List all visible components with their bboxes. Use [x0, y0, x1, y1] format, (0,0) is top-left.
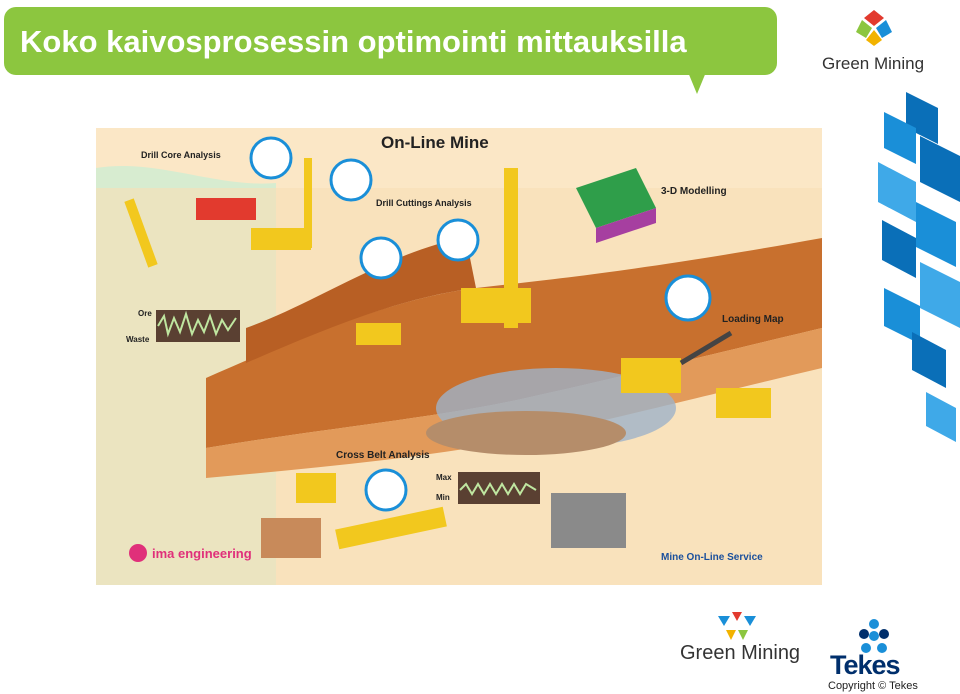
label-ima-engineering: ima engineering	[152, 546, 252, 561]
green-mining-mark-icon	[718, 612, 756, 640]
green-mining-logo-bottom: Green Mining	[678, 612, 808, 672]
label-loading-map: Loading Map	[722, 314, 784, 325]
label-drill-cuttings: Drill Cuttings Analysis	[376, 198, 472, 208]
green-mining-mark-icon	[856, 10, 892, 46]
title-banner	[4, 7, 777, 75]
copyright-text: Copyright © Tekes	[828, 680, 918, 692]
online-mine-diagram: On-Line Mine Drill Core Analysis Drill C…	[96, 128, 822, 585]
green-mining-label-top: Green Mining	[822, 54, 925, 73]
label-3d-modelling: 3-D Modelling	[661, 186, 727, 197]
title-banner-tail	[683, 60, 711, 94]
label-mine-online-service: Mine On-Line Service	[661, 552, 763, 563]
mine-illustration: On-Line Mine Drill Core Analysis Drill C…	[96, 133, 822, 585]
label-ore: Ore	[138, 309, 152, 318]
green-mining-logo-top: Green Mining	[816, 8, 936, 80]
label-drill-core: Drill Core Analysis	[141, 150, 221, 160]
tekes-label: Tekes	[830, 650, 901, 680]
tekes-mark-icon	[859, 619, 889, 653]
green-mining-label-bottom: Green Mining	[680, 642, 801, 664]
decorative-blue-blocks	[878, 92, 960, 442]
slide-title: Koko kaivosprosessin optimointi mittauks…	[20, 24, 687, 59]
diagram-heading: On-Line Mine	[381, 133, 489, 152]
label-max: Max	[436, 473, 452, 482]
label-cross-belt: Cross Belt Analysis	[336, 450, 430, 461]
label-waste: Waste	[126, 335, 150, 344]
label-min: Min	[436, 493, 450, 502]
tekes-logo: Tekes Copyright © Tekes	[828, 618, 928, 694]
